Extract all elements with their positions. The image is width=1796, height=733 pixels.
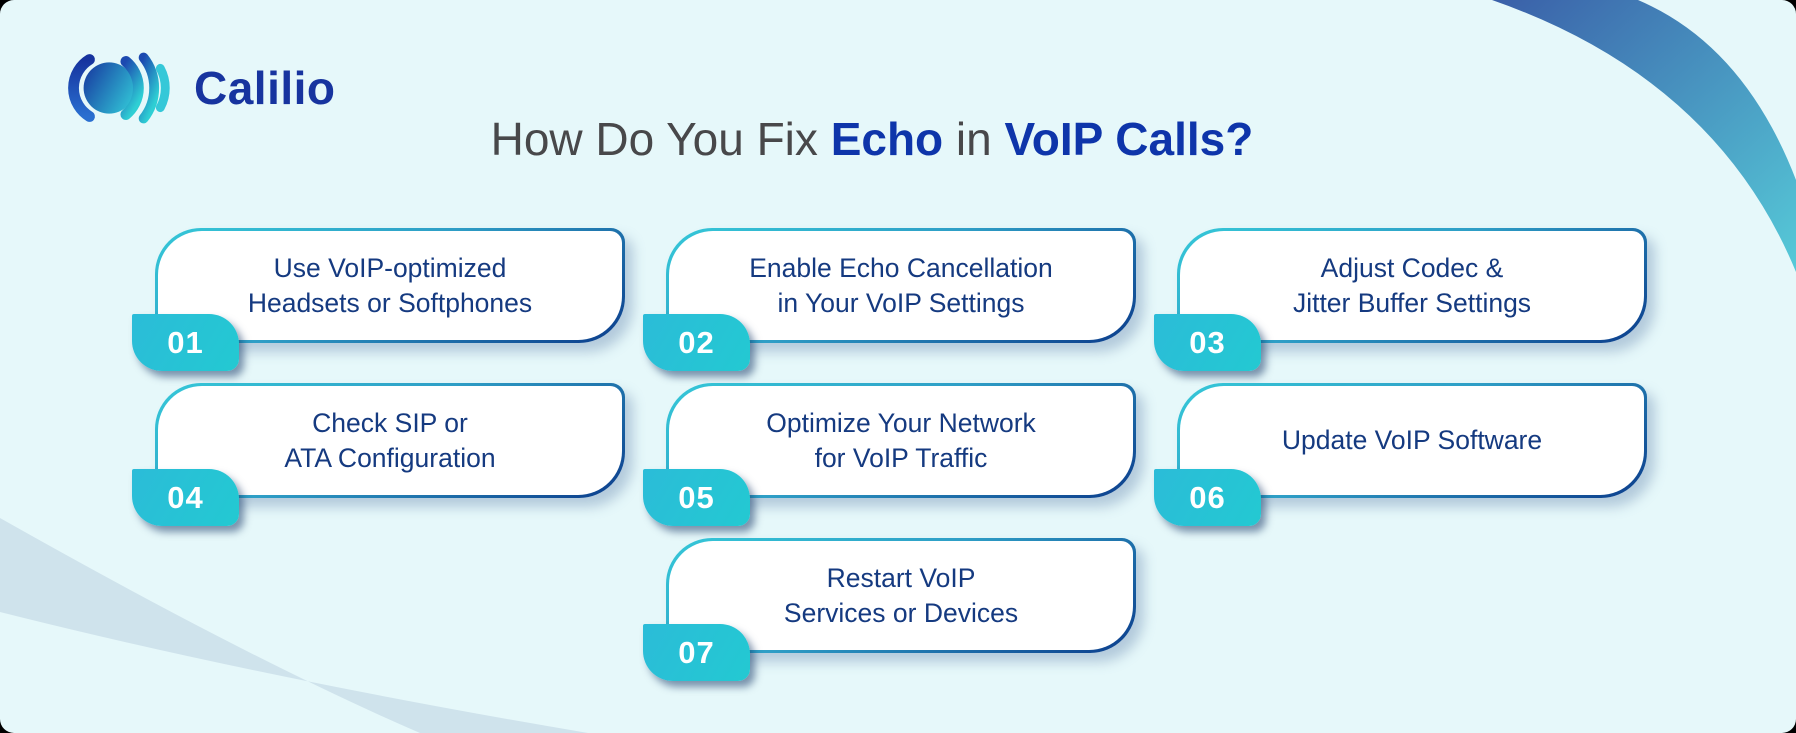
step-card-6-label: Update VoIP Software bbox=[1180, 386, 1644, 495]
step-card-7-line-2: Services or Devices bbox=[783, 597, 1019, 628]
step-number-badge-2: 02 bbox=[643, 314, 750, 371]
title-accent-voip: VoIP Calls? bbox=[1004, 113, 1254, 165]
step-card-2-border: Enable Echo Cancellation in Your VoIP Se… bbox=[666, 228, 1136, 343]
calilio-logo: Calilio bbox=[60, 46, 336, 130]
step-card-2-line-1: Enable Echo Cancellation bbox=[749, 252, 1053, 283]
step-card-5-label: Optimize Your Network for VoIP Traffic bbox=[669, 386, 1133, 495]
title-text-1: How Do You Fix bbox=[490, 113, 831, 165]
page-title: How Do You Fix Echo in VoIP Calls? bbox=[0, 112, 1744, 167]
step-number-badge-5: 05 bbox=[643, 469, 750, 526]
step-card-5-line-1: Optimize Your Network bbox=[766, 407, 1036, 438]
step-card-7: Restart VoIP Services or Devices 07 bbox=[643, 538, 1136, 681]
step-number-badge-7: 07 bbox=[643, 624, 750, 681]
step-card-7-label: Restart VoIP Services or Devices bbox=[669, 541, 1133, 650]
step-card-2: Enable Echo Cancellation in Your VoIP Se… bbox=[643, 228, 1136, 371]
sound-wave-icon bbox=[68, 52, 170, 124]
step-card-1-line-2: Headsets or Softphones bbox=[247, 287, 533, 318]
step-card-4-label: Check SIP or ATA Configuration bbox=[158, 386, 622, 495]
step-card-2-line-2: in Your VoIP Settings bbox=[777, 287, 1025, 318]
step-card-4-border: Check SIP or ATA Configuration bbox=[155, 383, 625, 498]
step-card-5: Optimize Your Network for VoIP Traffic 0… bbox=[643, 383, 1136, 526]
brand-name: Calilio bbox=[194, 62, 336, 114]
step-card-5-line-2: for VoIP Traffic bbox=[814, 442, 988, 473]
step-card-3-line-2: Jitter Buffer Settings bbox=[1292, 287, 1532, 318]
step-card-6: Update VoIP Software 06 bbox=[1154, 383, 1647, 526]
step-number-badge-3: 03 bbox=[1154, 314, 1261, 371]
step-card-6-border: Update VoIP Software bbox=[1177, 383, 1647, 498]
step-card-7-border: Restart VoIP Services or Devices bbox=[666, 538, 1136, 653]
steps-grid: Use VoIP-optimized Headsets or Softphone… bbox=[132, 228, 1647, 681]
step-card-1-border: Use VoIP-optimized Headsets or Softphone… bbox=[155, 228, 625, 343]
step-card-3-line-1: Adjust Codec & bbox=[1320, 252, 1504, 283]
step-card-4: Check SIP or ATA Configuration 04 bbox=[132, 383, 625, 526]
step-card-2-label: Enable Echo Cancellation in Your VoIP Se… bbox=[669, 231, 1133, 340]
step-card-1-line-1: Use VoIP-optimized bbox=[273, 252, 507, 283]
title-accent-echo: Echo bbox=[830, 113, 944, 165]
step-number-badge-4: 04 bbox=[132, 469, 239, 526]
step-card-3-border: Adjust Codec & Jitter Buffer Settings bbox=[1177, 228, 1647, 343]
step-card-4-line-1: Check SIP or bbox=[312, 407, 468, 438]
title-text-2: in bbox=[943, 113, 1005, 165]
step-number-badge-6: 06 bbox=[1154, 469, 1261, 526]
step-card-5-border: Optimize Your Network for VoIP Traffic bbox=[666, 383, 1136, 498]
step-card-6-line-1: Update VoIP Software bbox=[1281, 425, 1543, 456]
step-card-4-line-2: ATA Configuration bbox=[284, 442, 496, 473]
step-number-badge-1: 01 bbox=[132, 314, 239, 371]
step-card-1-label: Use VoIP-optimized Headsets or Softphone… bbox=[158, 231, 622, 340]
step-card-1: Use VoIP-optimized Headsets or Softphone… bbox=[132, 228, 625, 371]
step-card-7-line-1: Restart VoIP bbox=[826, 562, 976, 593]
step-card-3-label: Adjust Codec & Jitter Buffer Settings bbox=[1180, 231, 1644, 340]
step-card-3: Adjust Codec & Jitter Buffer Settings 03 bbox=[1154, 228, 1647, 371]
